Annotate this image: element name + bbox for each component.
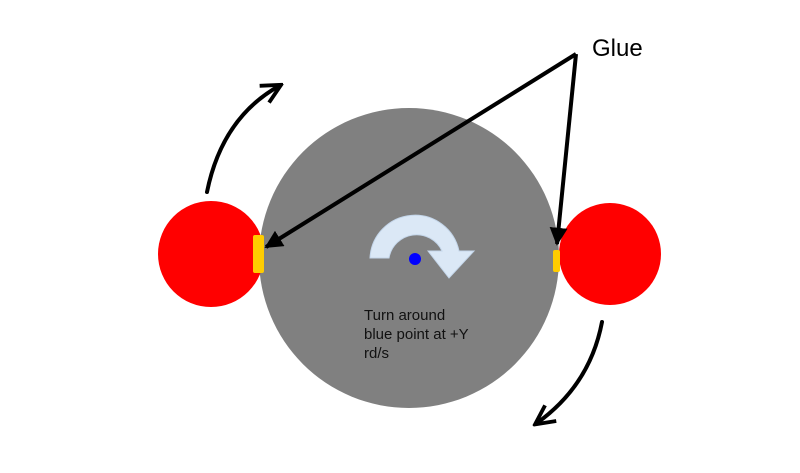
left-ball	[158, 201, 264, 307]
rotating-disk	[259, 108, 559, 408]
right-motion-arrow	[537, 320, 604, 423]
description-line-2: blue point at +Y	[364, 326, 469, 343]
glue-pointer-right	[549, 53, 578, 246]
left-glue-patch	[253, 235, 264, 273]
glue-label: Glue	[592, 35, 643, 62]
right-ball	[559, 203, 661, 305]
glue-pointer-left	[264, 52, 578, 249]
clockwise-rotation-arrow-icon	[369, 214, 476, 279]
right-glue-patch	[553, 250, 560, 272]
left-motion-arrow	[205, 86, 279, 194]
description-line-3: rd/s	[364, 345, 389, 362]
description-line-1: Turn around	[364, 307, 445, 324]
blue-pivot-point-icon	[409, 253, 421, 265]
